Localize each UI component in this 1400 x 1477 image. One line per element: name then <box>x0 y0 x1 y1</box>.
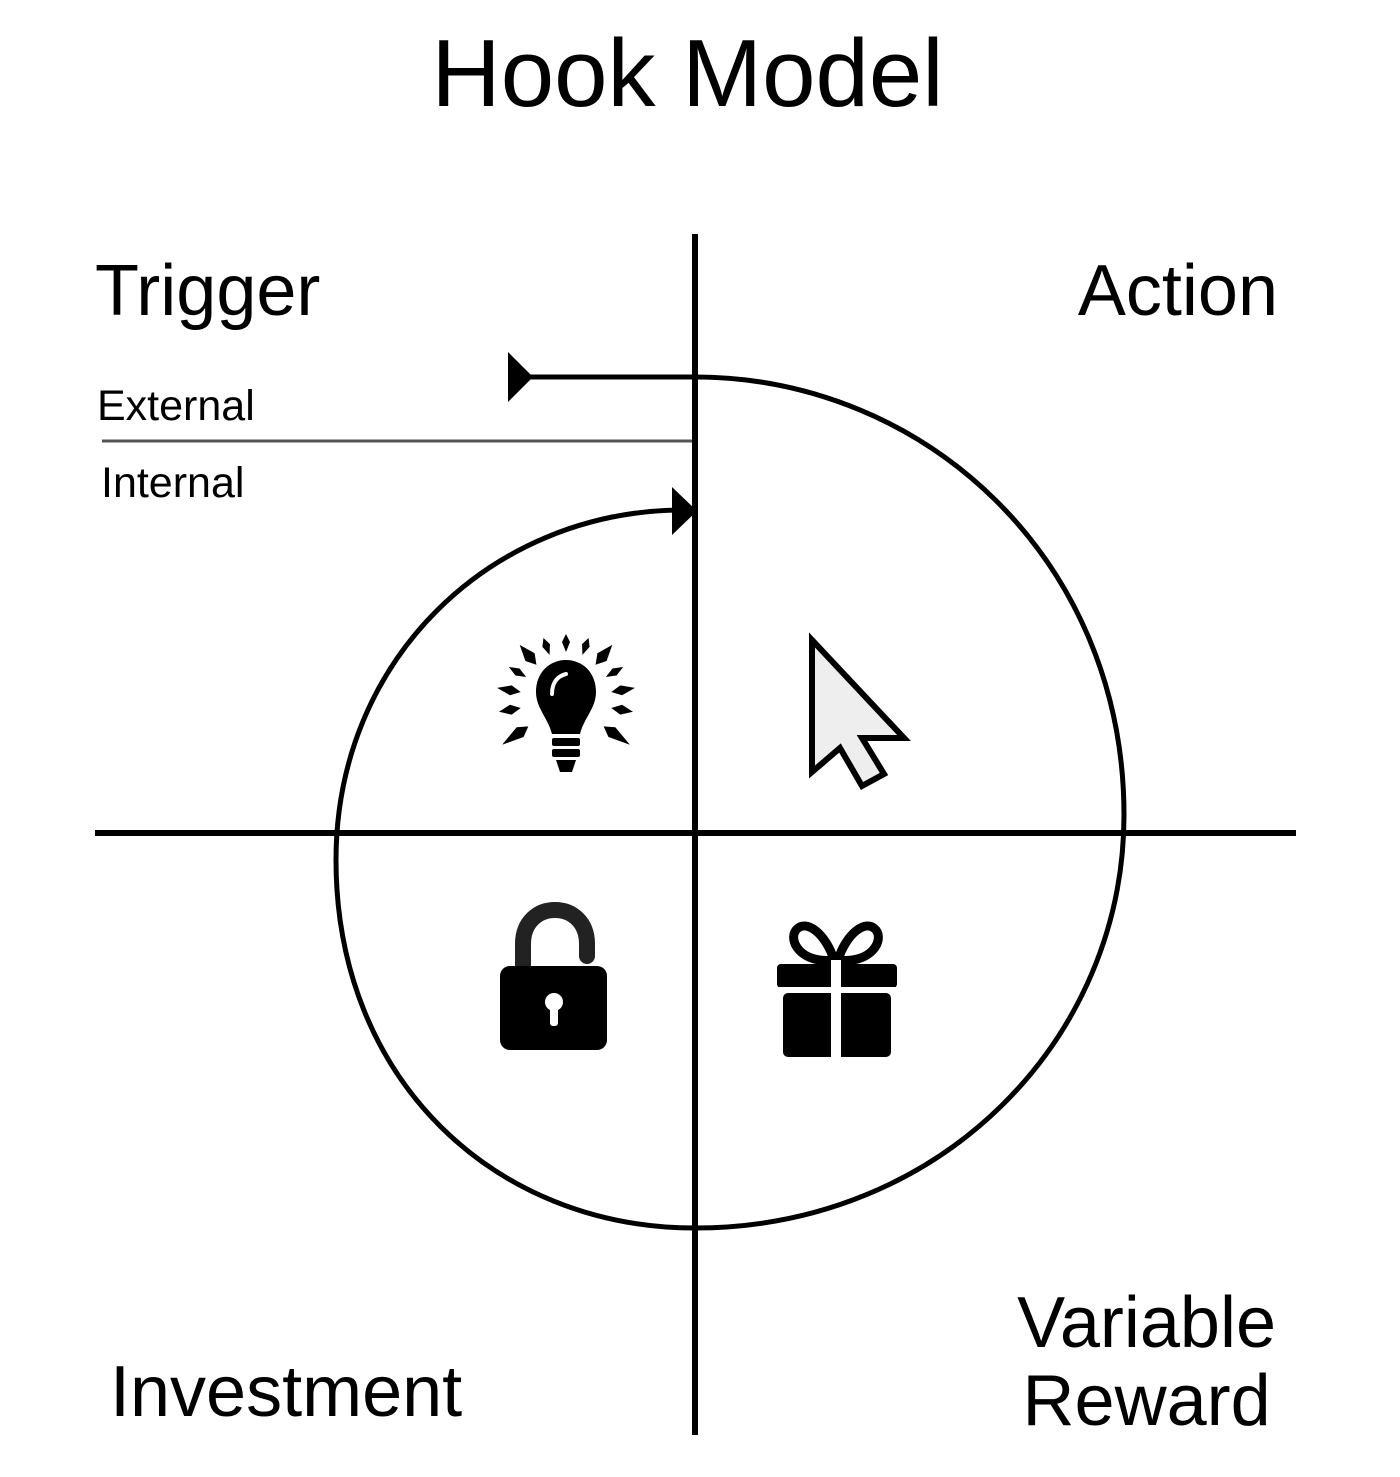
lightbulb-icon <box>497 634 635 772</box>
internal-trigger-arrowhead-icon <box>672 487 697 535</box>
variable-reward-line1: Variable <box>1017 1283 1276 1363</box>
trigger-type-external: External <box>97 382 255 430</box>
hook-cycle-loop <box>333 374 1127 1231</box>
quadrant-label-trigger: Trigger <box>95 251 321 331</box>
diagram-title: Hook Model <box>431 20 944 127</box>
quadrant-label-variable-reward: Variable Reward <box>1017 1284 1276 1440</box>
variable-reward-line2: Reward <box>1022 1361 1271 1441</box>
quadrant-label-investment: Investment <box>110 1352 463 1432</box>
unlocked-padlock-icon <box>500 901 607 1050</box>
quadrant-label-action: Action <box>1077 251 1278 331</box>
mouse-cursor-icon <box>809 632 911 791</box>
gift-icon <box>777 921 897 1060</box>
trigger-type-internal: Internal <box>101 459 245 507</box>
external-trigger-arrowhead-icon <box>508 352 533 402</box>
